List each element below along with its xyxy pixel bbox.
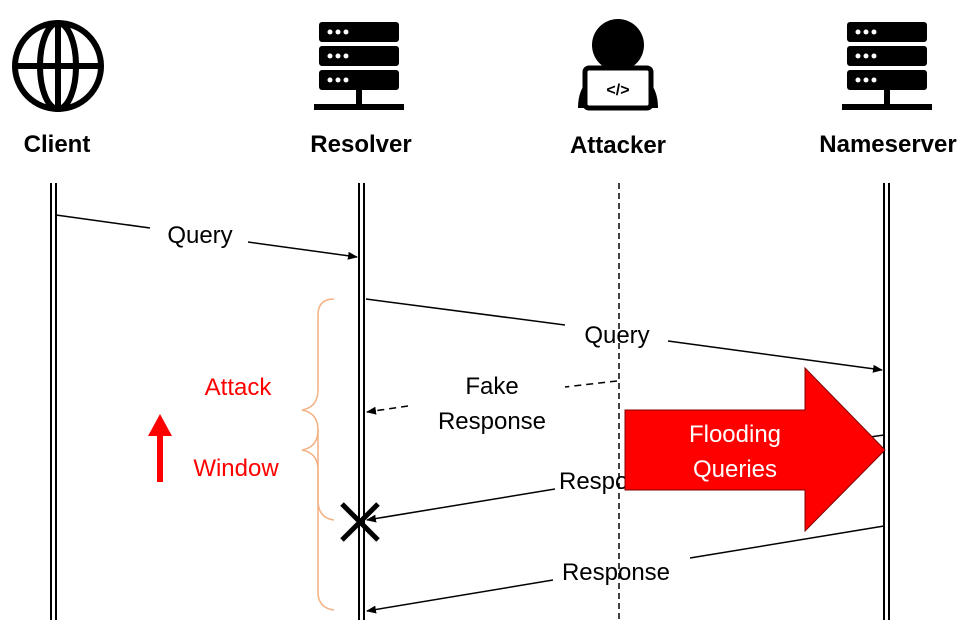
message-label: Response [562, 559, 670, 586]
svg-text:</>: </> [606, 82, 629, 99]
actor-name-nameserver: Nameserver [819, 131, 956, 158]
message-fake-response: Fake Response [366, 373, 618, 435]
message-query-resolver-nameserver: Query [365, 298, 883, 373]
message-label-line2: Response [438, 408, 546, 435]
message-response-dropped: Respo [366, 434, 885, 523]
up-arrow-icon [148, 414, 172, 482]
message-label: Query [167, 222, 232, 249]
lifeline-nameserver [883, 183, 890, 620]
attack-window-label-line1: Attack [205, 374, 273, 401]
server-icon [842, 22, 932, 110]
flooding-arrow: Flooding Queries [624, 366, 886, 533]
actor-name-resolver: Resolver [310, 131, 411, 158]
globe-icon [12, 20, 104, 112]
message-label: Query [584, 322, 649, 349]
cross-icon [340, 502, 380, 542]
lifeline-resolver [358, 183, 365, 620]
message-query-client-resolver: Query [55, 214, 358, 260]
actor-name-client: Client [24, 131, 91, 158]
lifeline-client [50, 183, 57, 620]
attack-window-label-line2: Window [193, 455, 279, 482]
message-label-line1: Fake [465, 373, 518, 400]
flooding-label-line1: Flooding [689, 421, 781, 448]
actor-name-attacker: Attacker [570, 132, 666, 159]
window-duration-brace [301, 429, 335, 611]
server-icon [314, 22, 404, 110]
message-response-final: Response [366, 525, 885, 614]
message-label: Respo [559, 468, 628, 495]
hacker-laptop-icon: </> [578, 19, 658, 111]
flooding-label-line2: Queries [693, 456, 777, 483]
attack-window-brace [301, 298, 335, 521]
